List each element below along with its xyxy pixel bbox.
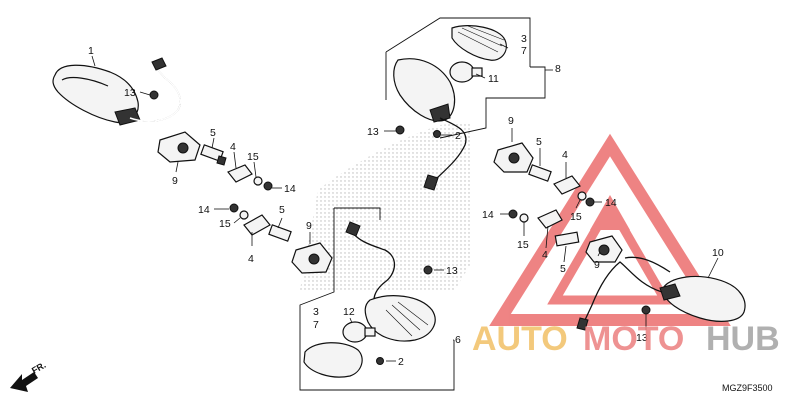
right-mount-rubber-9 <box>493 142 534 173</box>
front-right-connector <box>576 317 589 331</box>
callout-13: 13 <box>636 332 648 344</box>
front-left-washer-15 <box>253 176 263 186</box>
rear-left-box-top <box>334 207 381 220</box>
front-left-collar-4 <box>227 164 253 183</box>
callout-6: 6 <box>455 334 461 346</box>
callout-10: 10 <box>712 247 724 259</box>
mid-left-washer-15 <box>239 210 249 220</box>
front-right-winker-lens <box>659 275 746 322</box>
rear-right-bulb-11 <box>449 61 483 83</box>
mid-left-nut-14 <box>229 203 239 213</box>
callout-3: 3 <box>521 33 527 45</box>
rear-right-wire <box>434 117 467 181</box>
watermark-brand: AUTO MOTO HUB <box>472 320 780 358</box>
rear-right-winker-body <box>393 58 456 123</box>
rear-left-winker-body <box>364 295 436 342</box>
screw-13c <box>423 265 433 275</box>
callout-4: 4 <box>230 141 236 153</box>
part-callouts: 1 13 5 4 15 14 9 14 15 5 4 9 3 7 11 8 13… <box>88 33 724 368</box>
right-bolt-5 <box>528 164 552 182</box>
screw-2a <box>433 130 441 138</box>
callout-14: 14 <box>605 197 617 209</box>
watermark-triangle-logo <box>489 133 731 326</box>
screw-13b <box>395 125 405 135</box>
callout-5: 5 <box>210 127 216 139</box>
callout-13: 13 <box>124 87 136 99</box>
rear-left-bulb-12 <box>342 321 376 343</box>
callout-15: 15 <box>247 151 259 163</box>
callout-8: 8 <box>555 63 561 75</box>
front-direction-arrow: FR. <box>10 360 48 392</box>
callout-2: 2 <box>455 130 461 142</box>
callout-12: 12 <box>343 306 355 318</box>
rear-left-connector <box>345 221 361 237</box>
callout-7: 7 <box>313 319 319 331</box>
mid-right-collar-4 <box>537 209 563 229</box>
front-left-nut-14 <box>263 181 273 191</box>
callout-5: 5 <box>536 136 542 148</box>
watermark-word-hub: HUB <box>706 320 780 358</box>
callout-9: 9 <box>508 115 514 127</box>
callout-4: 4 <box>562 149 568 161</box>
callout-13: 13 <box>446 265 458 277</box>
rear-right-box-top <box>385 17 531 67</box>
screw-2b <box>376 357 384 365</box>
mid-left-mount-rubber-9 <box>291 242 333 274</box>
callout-14: 14 <box>284 183 296 195</box>
leader-lines <box>91 43 719 362</box>
rear-left-lens-3 <box>303 342 363 378</box>
front-left-winker-lens <box>52 64 141 126</box>
callout-9: 9 <box>594 259 600 271</box>
callout-2: 2 <box>398 356 404 368</box>
front-left-bolt-5 <box>200 144 227 166</box>
callout-7: 7 <box>521 45 527 57</box>
mid-left-collar-4 <box>243 214 271 236</box>
right-collar-4 <box>553 175 581 195</box>
mid-left-bolt-5 <box>268 224 292 242</box>
callout-9: 9 <box>306 220 312 232</box>
screw-13a <box>149 90 159 100</box>
callout-4: 4 <box>248 253 254 265</box>
callout-5: 5 <box>560 263 566 275</box>
front-left-connector <box>151 57 167 71</box>
rear-left-wire <box>349 227 396 311</box>
mid-right-nut-14 <box>508 209 518 219</box>
callout-1: 1 <box>88 45 94 57</box>
right-nut-14 <box>585 197 595 207</box>
screw-13d <box>641 305 651 315</box>
callout-13: 13 <box>367 126 379 138</box>
callout-15: 15 <box>570 211 582 223</box>
front-right-wire <box>584 261 663 321</box>
rear-right-connector <box>423 174 439 191</box>
front-label: FR. <box>30 360 48 376</box>
callout-11: 11 <box>488 73 499 85</box>
callout-15: 15 <box>517 239 529 251</box>
callout-4: 4 <box>542 249 548 261</box>
front-left-mount-rubber-9 <box>157 131 201 163</box>
diagram-code: MGZ9F3500 <box>722 383 773 393</box>
right-washer-15 <box>577 191 587 201</box>
callout-9: 9 <box>172 175 178 187</box>
mid-right-bolt-5 <box>554 231 580 247</box>
rear-right-lens-3 <box>451 25 507 61</box>
honda-wing-emblem <box>300 122 470 292</box>
callout-3: 3 <box>313 306 319 318</box>
watermark-word-moto: MOTO <box>583 320 684 358</box>
callout-14: 14 <box>482 209 494 221</box>
callout-14: 14 <box>198 204 210 216</box>
mid-right-washer-15 <box>519 213 529 223</box>
watermark-word-auto: AUTO <box>472 320 568 358</box>
callout-5: 5 <box>279 204 285 216</box>
mid-right-mount-rubber-9 <box>585 235 623 263</box>
callout-15: 15 <box>219 218 231 230</box>
